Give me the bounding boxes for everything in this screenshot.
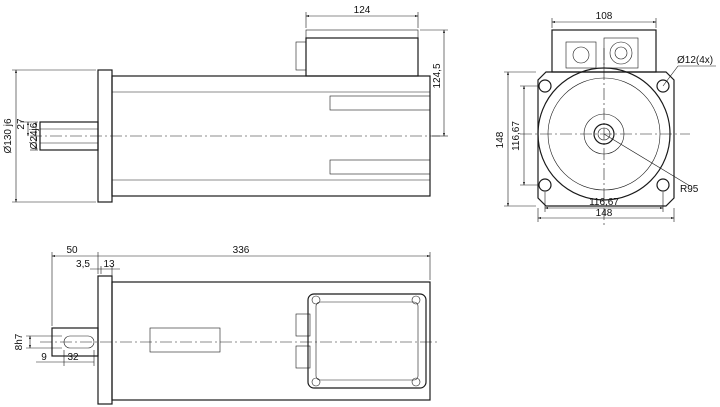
dim-hole-spec: Ø12(4x) xyxy=(677,55,713,66)
dim-shaft-dia: Ø24j6 xyxy=(29,122,40,149)
front-terminal-box xyxy=(551,29,657,73)
dim-flange-dia: Ø130 j6 xyxy=(3,118,14,153)
dim-3-5: 3,5 xyxy=(76,259,90,270)
bottom-terminal-box xyxy=(307,293,427,389)
front-view: 108 Ø12(4x) R95 148 116,67 116,67 148 xyxy=(495,11,716,226)
bottom-connector-a xyxy=(295,313,311,337)
dim-key-8h7: 8h7 xyxy=(14,333,25,350)
dim-key-9: 9 xyxy=(41,352,47,363)
bottom-flange xyxy=(97,275,113,405)
rear-slot-lower xyxy=(329,159,431,175)
front-connector-a xyxy=(565,41,597,69)
mount-hole-tl xyxy=(538,79,552,93)
dim-right-top-width: 108 xyxy=(596,11,613,22)
dim-width-148: 148 xyxy=(596,208,613,219)
top-view-bottom: 336 50 3,5 13 8h7 9 32 xyxy=(14,245,440,405)
connector xyxy=(295,41,307,71)
front-flange xyxy=(537,71,675,207)
terminal-box-lid xyxy=(305,29,419,39)
bottom-connector-b xyxy=(295,345,311,369)
mount-hole-br xyxy=(656,178,670,192)
dim-pitch-v: 116,67 xyxy=(511,121,522,151)
mount-hole-tr xyxy=(656,79,670,93)
name-plate xyxy=(149,327,221,353)
dim-radius: R95 xyxy=(680,184,699,195)
shaft xyxy=(39,121,99,151)
dim-length-336: 336 xyxy=(233,245,250,256)
terminal-box xyxy=(305,37,419,77)
dim-shaft-len: 27 xyxy=(16,118,27,130)
mount-hole-bl xyxy=(538,178,552,192)
dim-key-32: 32 xyxy=(67,352,79,363)
dim-height-148: 148 xyxy=(495,131,506,148)
side-view-top: 124 124,5 Ø130 j6 27 Ø24j6 xyxy=(3,5,448,203)
dim-13: 13 xyxy=(103,259,115,270)
front-connector-b xyxy=(603,37,639,69)
dim-pitch-h: 116,67 xyxy=(589,197,619,208)
dim-top-box-width: 124 xyxy=(354,5,371,16)
bottom-motor-body xyxy=(111,281,431,401)
dim-top-box-height: 124,5 xyxy=(432,63,443,88)
rear-slot-upper xyxy=(329,95,431,111)
dim-flange-50: 50 xyxy=(66,245,78,256)
